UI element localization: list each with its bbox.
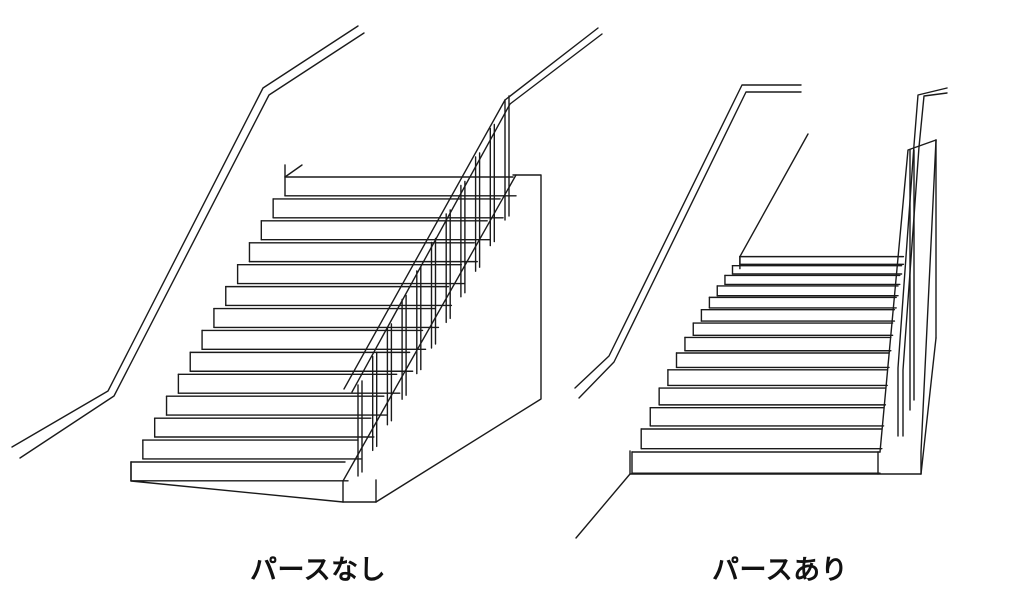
right-stringer [879,139,937,453]
caption-with-perspective: パースあり [712,555,849,586]
caption-without-perspective: パースなし [250,555,387,586]
left-base-bottom [130,480,344,503]
left-wall-handrail-outer [11,25,359,448]
left-rail-handrail-inner [351,33,603,393]
right-top-landing [739,133,809,258]
right-side-wall-front [920,139,937,475]
right-wall-handrail-inner [578,91,802,399]
right-rail-handrail-outer [897,87,948,437]
left-rail-handrail-outer [343,27,599,390]
left-stringer-edge [342,174,517,482]
right-rail-handrail-inner [902,92,948,437]
right-wall-handrail-outer [574,84,802,389]
stairs-with-perspective-drawing [574,84,948,539]
left-side-wall [375,174,542,503]
stairs-without-perspective-drawing [11,25,603,503]
left-top-landing [284,164,303,178]
right-floor-line [575,473,631,539]
left-wall-handrail-inner [19,32,365,459]
right-side-wall-bottom [920,337,937,475]
right-base-bottom [629,450,922,475]
